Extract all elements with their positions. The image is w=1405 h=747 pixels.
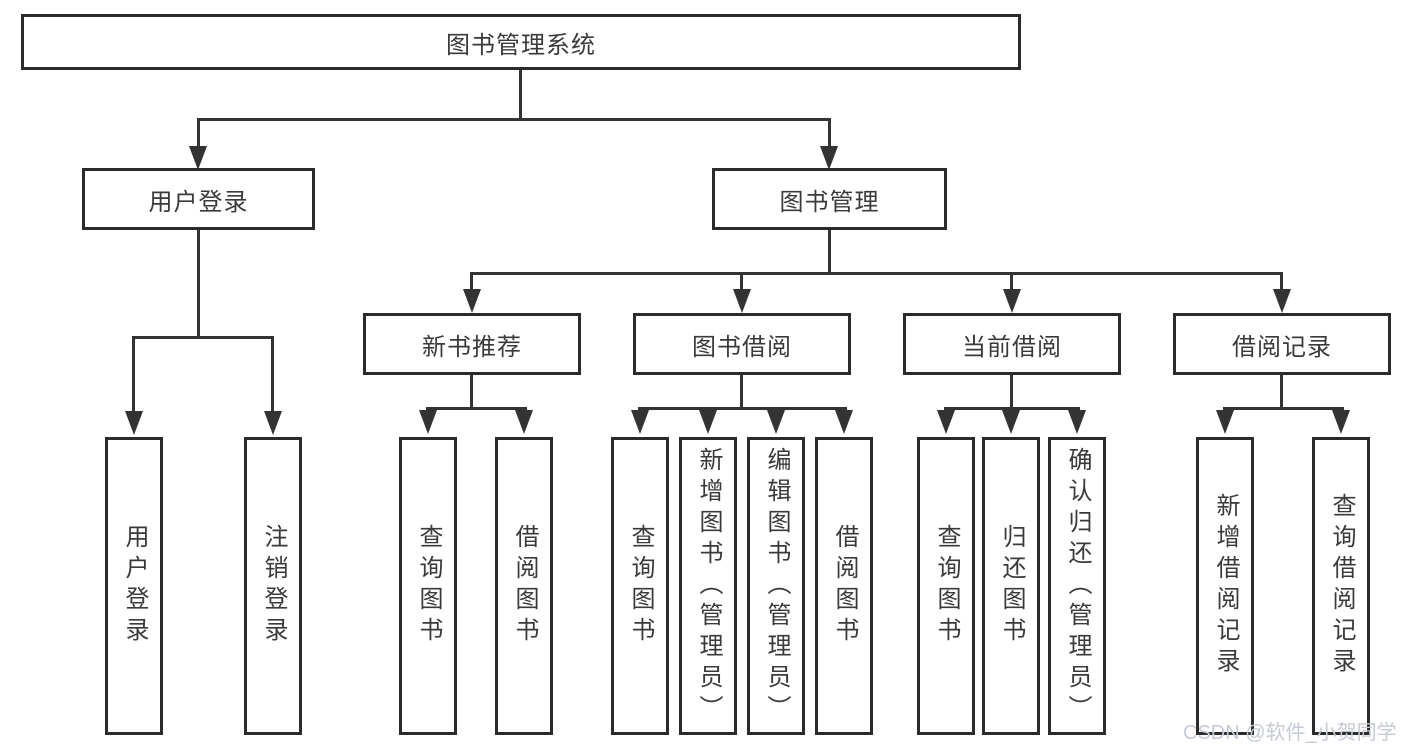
down-arrowhead-icon <box>835 410 853 434</box>
connector-hline <box>638 407 847 410</box>
node-book-borrow-label: 图书借阅 <box>692 333 792 361</box>
node-borrow-records: 借阅记录 <box>1173 313 1391 375</box>
down-arrowhead-icon <box>463 289 481 313</box>
node-book-borrow: 图书借阅 <box>633 313 851 375</box>
node-new-book-recommend: 新书推荐 <box>363 313 581 375</box>
connector-hline <box>944 407 1080 410</box>
down-arrowhead-icon <box>820 146 838 170</box>
leaf-user-login-label: 用户登录 <box>121 524 148 648</box>
leaf-query-books-current-label: 查询图书 <box>933 524 960 648</box>
down-arrowhead-icon <box>264 411 282 435</box>
node-borrow-records-label: 借阅记录 <box>1232 333 1332 361</box>
down-arrowhead-icon <box>699 410 717 434</box>
connector-vline <box>132 336 135 413</box>
leaf-add-books-admin: 新增图书（管理员） <box>679 437 737 735</box>
connector-vline <box>740 272 743 293</box>
node-new-book-recommend-label: 新书推荐 <box>422 333 522 361</box>
connector-vline <box>1280 375 1283 407</box>
connector-vline <box>271 336 274 413</box>
down-arrowhead-icon <box>1332 410 1350 434</box>
leaf-borrow-books: 借阅图书 <box>815 437 873 735</box>
down-arrowhead-icon <box>767 410 785 434</box>
leaf-logout: 注销登录 <box>244 437 302 735</box>
connector-vline <box>470 272 473 293</box>
leaf-borrow-books-recommend-label: 借阅图书 <box>511 524 538 648</box>
down-arrowhead-icon <box>1003 289 1021 313</box>
down-arrowhead-icon <box>419 410 437 434</box>
leaf-add-borrow-record: 新增借阅记录 <box>1196 437 1254 735</box>
connector-vline <box>519 70 522 118</box>
node-root: 图书管理系统 <box>21 14 1021 70</box>
leaf-user-login: 用户登录 <box>105 437 163 735</box>
leaf-query-books-current: 查询图书 <box>917 437 975 735</box>
connector-vline <box>1280 272 1283 293</box>
leaf-return-books: 归还图书 <box>982 437 1040 735</box>
connector-hline <box>1223 407 1344 410</box>
csdn-watermark: CSDN @软件_小贺同学 <box>1183 722 1397 744</box>
connector-hline <box>470 272 1283 275</box>
leaf-edit-books-admin-label: 编辑图书（管理员） <box>763 446 790 726</box>
connector-vline <box>1010 375 1013 407</box>
node-book-management-label: 图书管理 <box>779 188 880 216</box>
leaf-add-books-admin-label: 新增图书（管理员） <box>695 446 722 726</box>
node-root-label: 图书管理系统 <box>446 31 596 59</box>
leaf-logout-label: 注销登录 <box>260 524 287 648</box>
node-book-management: 图书管理 <box>712 168 947 230</box>
leaf-add-borrow-record-label: 新增借阅记录 <box>1212 493 1239 679</box>
connector-hline <box>132 336 274 339</box>
node-current-borrow-label: 当前借阅 <box>962 333 1062 361</box>
connector-vline <box>740 375 743 407</box>
leaf-borrow-books-label: 借阅图书 <box>831 524 858 648</box>
node-user-login-label: 用户登录 <box>148 188 249 216</box>
leaf-return-books-label: 归还图书 <box>998 524 1025 648</box>
leaf-query-borrow-record: 查询借阅记录 <box>1312 437 1370 735</box>
connector-hline <box>426 407 527 410</box>
down-arrowhead-icon <box>733 289 751 313</box>
down-arrowhead-icon <box>1068 410 1086 434</box>
leaf-query-borrow-record-label: 查询借阅记录 <box>1328 493 1355 679</box>
leaf-confirm-return-admin-label: 确认归还（管理员） <box>1064 446 1091 726</box>
node-user-login: 用户登录 <box>82 168 315 230</box>
connector-vline <box>828 230 831 272</box>
node-current-borrow: 当前借阅 <box>903 313 1121 375</box>
connector-vline <box>828 118 831 148</box>
connector-vline <box>1010 272 1013 293</box>
down-arrowhead-icon <box>631 410 649 434</box>
down-arrowhead-icon <box>189 146 207 170</box>
down-arrowhead-icon <box>1273 289 1291 313</box>
down-arrowhead-icon <box>937 410 955 434</box>
leaf-confirm-return-admin: 确认归还（管理员） <box>1048 437 1106 735</box>
down-arrowhead-icon <box>1002 410 1020 434</box>
connector-hline <box>197 118 831 121</box>
leaf-query-books-recommend: 查询图书 <box>399 437 457 735</box>
down-arrowhead-icon <box>515 410 533 434</box>
leaf-edit-books-admin: 编辑图书（管理员） <box>747 437 805 735</box>
connector-vline <box>470 375 473 407</box>
connector-vline <box>197 230 200 336</box>
connector-vline <box>197 118 200 148</box>
leaf-query-books-borrow: 查询图书 <box>611 437 669 735</box>
down-arrowhead-icon <box>1216 410 1234 434</box>
leaf-borrow-books-recommend: 借阅图书 <box>495 437 553 735</box>
down-arrowhead-icon <box>125 411 143 435</box>
leaf-query-books-recommend-label: 查询图书 <box>415 524 442 648</box>
leaf-query-books-borrow-label: 查询图书 <box>627 524 654 648</box>
